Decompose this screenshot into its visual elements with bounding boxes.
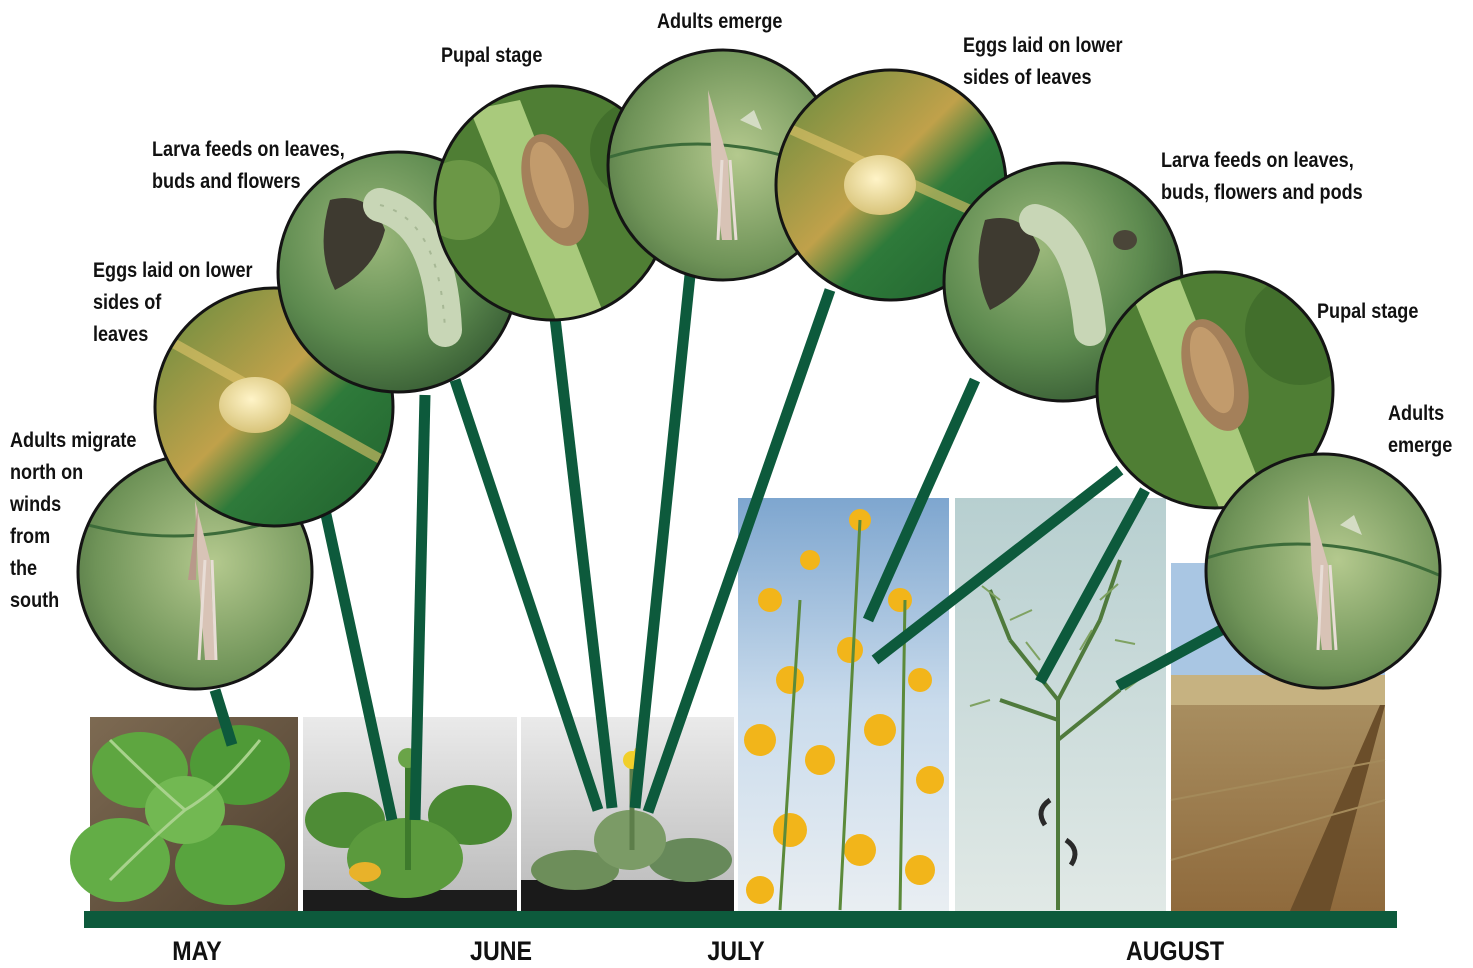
stage-label-eggs-1: Eggs laid on lower sides of leaves bbox=[93, 255, 253, 351]
stage-label-larva-1: Larva feeds on leaves, buds and flowers bbox=[152, 134, 345, 198]
crop-photo-seedling bbox=[70, 717, 298, 911]
crop-photo-podding bbox=[955, 498, 1166, 911]
stage-label-adult-migrate: Adults migrate north on winds from the s… bbox=[10, 425, 136, 617]
stage-label-adult-1: Adults emerge bbox=[657, 6, 782, 38]
month-label-july: JULY bbox=[650, 936, 822, 967]
crop-photo-early-flower bbox=[521, 717, 734, 911]
stage-label-pupa-1: Pupal stage bbox=[441, 40, 542, 72]
crop-photo-flowering bbox=[738, 498, 949, 911]
stage-label-eggs-2: Eggs laid on lower sides of leaves bbox=[963, 30, 1123, 94]
stage-label-pupa-2: Pupal stage bbox=[1317, 296, 1418, 328]
stage-label-adult-2: Adults emerge bbox=[1388, 398, 1452, 462]
timeline-bar bbox=[84, 911, 1397, 928]
stage-label-larva-2: Larva feeds on leaves, buds, flowers and… bbox=[1161, 145, 1363, 209]
month-label-june: JUNE bbox=[415, 936, 587, 967]
month-label-august: AUGUST bbox=[1089, 936, 1261, 967]
month-label-may: MAY bbox=[111, 936, 283, 967]
